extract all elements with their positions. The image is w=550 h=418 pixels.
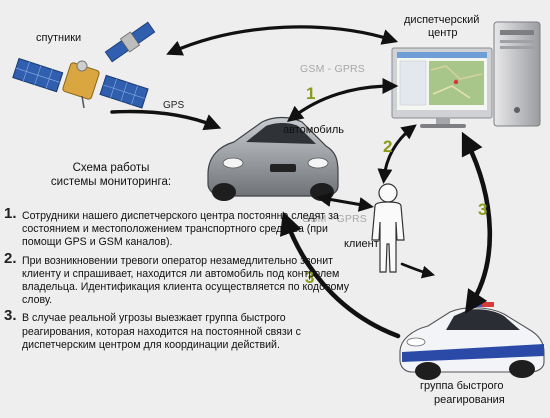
arrow-client-dispatch [377,124,417,184]
steps-list: 1. Сотрудники нашего диспетчерского цент… [4,205,352,357]
arrow-client-rapid [400,262,436,279]
scheme-title: Схема работы системы мониторинга: [36,161,186,189]
gps-label: GPS [163,100,185,111]
arrow-rapid-car [279,211,401,339]
arrow-dispatch-rapid [461,131,493,314]
gsm-gprs-top-label: GSM - GPRS [300,63,366,75]
step-number: 1. [4,205,17,222]
step-item: 2. При возникновении тревоги оператор не… [4,249,352,308]
arrows [110,25,493,339]
arrow-number-1: 1 [306,84,316,103]
step-item: 1. Сотрудники нашего диспетчерского цент… [4,205,352,250]
arrow-number-2: 2 [383,137,393,156]
rapid-label-line1: группа быстрого [420,380,504,392]
car-icon [207,116,339,201]
police-car-icon [399,302,545,380]
person-icon [371,183,405,273]
arrow-satellite-dispatch [166,25,399,56]
arrow-number-3-right: 3 [478,200,488,219]
arrow-client-car [316,192,374,212]
satellite-small-icon [104,21,156,63]
step-text: Сотрудники нашего диспетчерского центра … [22,210,339,249]
satellite-icon [12,57,149,109]
client-label: клиент [344,238,379,250]
dispatch-label-line2: центр [428,27,458,39]
arrow-car-dispatch [286,78,399,122]
rapid-label-line2: реагирования [434,394,505,406]
arrow-number-3-left: 3 [305,268,315,287]
arrow-gps [110,109,222,131]
computer-icon [391,21,541,128]
step-text: В случае реальной угрозы выезжает группа… [22,312,301,351]
satellites-label: спутники [36,32,82,44]
scheme-title-line2: системы мониторинга: [50,176,172,188]
dispatch-label-line1: диспетчерский [404,14,480,26]
step-item: 3. В случае реальной угрозы выезжает гру… [4,307,352,352]
step-text: При возникновении тревоги оператор незам… [22,254,350,307]
scheme-title-line1: Схема работы [72,162,150,174]
gsm-gprs-mid-label: GSM - GPRS [302,213,368,225]
step-number: 2. [4,249,17,267]
step-number: 3. [4,307,17,325]
car-label: автомобиль [283,124,345,136]
